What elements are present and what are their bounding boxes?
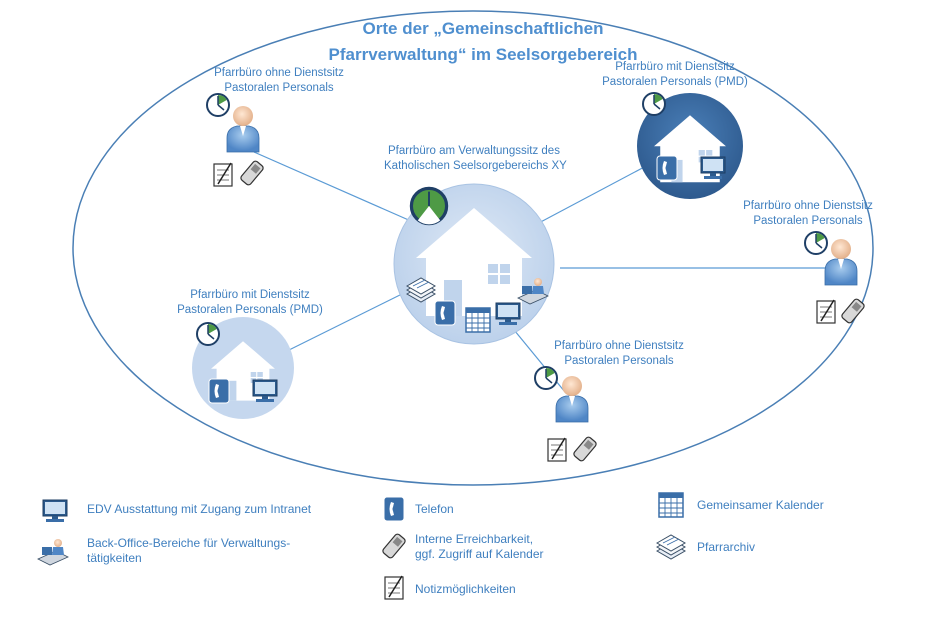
bottom-person-node (534, 366, 598, 463)
connector-top-right (534, 164, 649, 226)
mobile-phone-icon (239, 159, 265, 187)
title-line-2: Pfarrverwaltung“ im Seelsorgebereich (328, 45, 638, 64)
mobile-phone-icon (572, 435, 598, 463)
top-right-label-line-2: Pastoralen Personals (PMD) (602, 76, 748, 88)
person-icon (824, 238, 858, 286)
right-node-label: Pfarrbüro ohne Dienstsitz Pastoralen Per… (728, 199, 888, 229)
notepad-icon (816, 299, 836, 324)
bottom-label-line-1: Pfarrbüro ohne Dienstsitz (554, 340, 684, 352)
top-right-pmd-node (637, 92, 743, 199)
top-left-node-label: Pfarrbüro ohne Dienstsitz Pastoralen Per… (194, 66, 364, 96)
right-label-line-1: Pfarrbüro ohne Dienstsitz (743, 200, 873, 212)
bottom-label-line-2: Pastoralen Personals (564, 355, 674, 367)
legend-backoffice-line-2: tätigkeiten (87, 551, 142, 565)
top-left-label-line-1: Pfarrbüro ohne Dienstsitz (214, 67, 344, 79)
clock-icon (642, 92, 666, 116)
top-left-person-node (206, 93, 265, 187)
diagram-title: Orte der „Gemeinschaftlichen Pfarrverwal… (273, 16, 693, 68)
clock-icon (196, 322, 220, 346)
legend-intern-text: Interne Erreichbarkeit, ggf. Zugriff auf… (415, 532, 544, 562)
center-label-line-2: Katholischen Seelsorgebereichs XY (384, 160, 567, 172)
left-label-line-2: Pastoralen Personals (PMD) (177, 304, 323, 316)
top-right-node-label: Pfarrbüro mit Dienstsitz Pastoralen Pers… (590, 60, 760, 90)
connector-left (284, 289, 411, 353)
person-icon (226, 105, 260, 153)
title-line-1: Orte der „Gemeinschaftlichen (362, 19, 604, 38)
legend-mobile-phone-icon (381, 532, 407, 560)
right-label-line-2: Pastoralen Personals (753, 215, 863, 227)
legend-calendar-icon (658, 492, 684, 518)
legend-intern-line-2: ggf. Zugriff auf Kalender (415, 547, 544, 561)
left-node-label: Pfarrbüro mit Dienstsitz Pastoralen Pers… (165, 288, 335, 318)
legend-notiz-text: Notizmöglichkeiten (415, 582, 516, 596)
calendar-icon (465, 307, 491, 333)
legend-office-worker-icon (37, 538, 69, 566)
clock-icon (534, 366, 558, 390)
center-node-label: Pfarrbüro am Verwaltungssitz des Katholi… (384, 144, 567, 174)
left-pmd-node (192, 317, 294, 419)
right-person-node (804, 231, 866, 325)
legend-notepad-icon (384, 575, 404, 600)
legend-telefon-text: Telefon (415, 502, 454, 516)
mobile-phone-icon (840, 297, 866, 325)
legend-intern-line-1: Interne Erreichbarkeit, (415, 532, 534, 546)
person-icon (555, 375, 589, 423)
connector-top-left (253, 151, 421, 226)
legend-archiv-text: Pfarrarchiv (697, 540, 756, 554)
notepad-icon (213, 162, 233, 187)
phone-icon (434, 300, 456, 326)
legend-phone-icon (383, 496, 405, 522)
phone-icon (208, 378, 230, 404)
phone-icon (656, 155, 678, 181)
bottom-node-label: Pfarrbüro ohne Dienstsitz Pastoralen Per… (534, 339, 704, 369)
legend-backoffice-text: Back-Office-Bereiche für Verwaltungs- tä… (87, 536, 290, 566)
center-label-line-1: Pfarrbüro am Verwaltungssitz des (388, 145, 560, 157)
legend-edv-text: EDV Ausstattung mit Zugang zum Intranet (87, 502, 312, 516)
legend-kalender-text: Gemeinsamer Kalender (697, 498, 824, 512)
left-label-line-1: Pfarrbüro mit Dienstsitz (190, 289, 310, 301)
center-node (393, 183, 555, 345)
legend-backoffice-line-1: Back-Office-Bereiche für Verwaltungs- (87, 536, 291, 550)
seelsorgebereich-ellipse (72, 10, 874, 486)
clock-icon (409, 186, 449, 226)
legend-computer-icon (42, 499, 68, 523)
legend-archive-stack-icon (656, 534, 686, 560)
top-left-label-line-2: Pastoralen Personals (224, 82, 334, 94)
top-right-label-line-1: Pfarrbüro mit Dienstsitz (615, 61, 735, 73)
notepad-icon (547, 437, 567, 462)
clock-icon (206, 93, 230, 117)
clock-icon (804, 231, 828, 255)
